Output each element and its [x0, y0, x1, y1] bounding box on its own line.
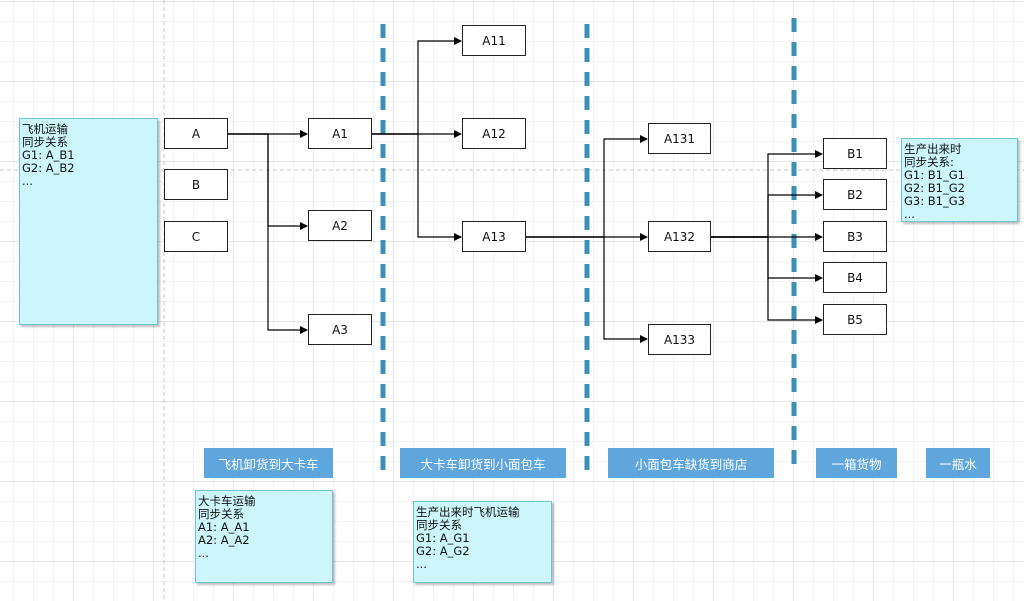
note-line: G3: B1_G3	[904, 194, 965, 208]
node-b1[interactable]: B1	[823, 138, 887, 169]
edge-a13-a133	[526, 236, 648, 343]
node-b5[interactable]: B5	[823, 304, 887, 335]
stage-label-bottle[interactable]: 一瓶水	[926, 448, 990, 478]
node-a132[interactable]: A132	[648, 221, 711, 252]
edges-a	[228, 130, 308, 334]
note-line: 同步关系	[198, 507, 244, 521]
note-produce-plane[interactable]: 生产出来时飞机运输 同步关系 G1: A_G1 G2: A_G2 ...	[413, 501, 552, 583]
node-a13[interactable]: A13	[462, 221, 526, 252]
node-a2[interactable]: A2	[308, 210, 372, 241]
node-b[interactable]: B	[164, 169, 228, 200]
node-b3[interactable]: B3	[823, 221, 887, 252]
edge-a132-b2	[711, 191, 823, 238]
node-a[interactable]: A	[164, 118, 228, 149]
node-a11[interactable]: A11	[462, 25, 526, 56]
stage-label-van-to-store[interactable]: 小面包车缺货到商店	[608, 448, 774, 478]
note-plane-transport[interactable]: 飞机运输 同步关系 G1: A_B1 G2: A_B2 ...	[19, 118, 158, 325]
edges-a13	[526, 135, 648, 343]
node-a12[interactable]: A12	[462, 118, 526, 149]
node-b4[interactable]: B4	[823, 262, 887, 293]
note-line: 同步关系	[22, 135, 68, 149]
edge-a1-a13	[372, 133, 462, 241]
note-line: G2: A_B2	[22, 161, 75, 175]
note-line: 生产出来时	[904, 142, 962, 156]
note-line: G2: A_G2	[416, 544, 470, 558]
node-a3[interactable]: A3	[308, 314, 372, 345]
note-line: 生产出来时飞机运输	[416, 505, 520, 519]
note-line: A2: A_A2	[198, 533, 250, 547]
node-b2[interactable]: B2	[823, 179, 887, 210]
stage-label-box[interactable]: 一箱货物	[816, 448, 897, 478]
note-line: 飞机运输	[22, 122, 68, 136]
note-line: 同步关系:	[904, 155, 954, 169]
node-c[interactable]: C	[164, 221, 228, 252]
note-line: ...	[904, 207, 915, 221]
node-a133[interactable]: A133	[648, 324, 711, 355]
stage-label-plane-to-truck[interactable]: 飞机卸货到大卡车	[204, 448, 333, 478]
edges-a1	[372, 37, 462, 241]
stage-label-truck-to-van[interactable]: 大卡车卸货到小面包车	[400, 448, 566, 478]
edge-a132-b4	[711, 236, 823, 282]
node-a1[interactable]: A1	[308, 118, 372, 149]
note-line: ...	[416, 557, 427, 571]
note-produce[interactable]: 生产出来时 同步关系: G1: B1_G1 G2: B1_G2 G3: B1_G…	[901, 138, 1018, 222]
note-line: G1: B1_G1	[904, 168, 965, 182]
note-truck-transport[interactable]: 大卡车运输 同步关系 A1: A_A1 A2: A_A2 ...	[195, 490, 333, 583]
note-line: ...	[198, 546, 209, 560]
note-line: 同步关系	[416, 518, 462, 532]
edge-a132-b5	[711, 236, 823, 324]
note-line: G1: A_B1	[22, 148, 75, 162]
note-line: 大卡车运输	[198, 494, 256, 508]
note-line: A1: A_A1	[198, 520, 250, 534]
note-line: ...	[22, 174, 33, 188]
edges-a132	[711, 150, 823, 324]
note-line: G1: A_G1	[416, 531, 470, 545]
node-a131[interactable]: A131	[648, 123, 711, 154]
edge-a-a3	[228, 133, 308, 334]
note-line: G2: B1_G2	[904, 181, 965, 195]
